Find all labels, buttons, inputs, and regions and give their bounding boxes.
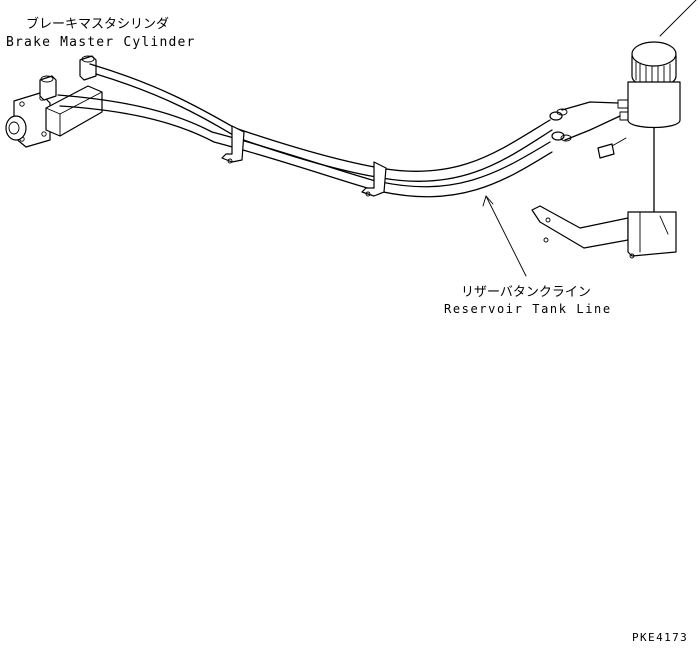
reservoir-tank [561, 41, 681, 216]
reservoir-line-label-en: Reservoir Tank Line [444, 302, 612, 316]
figure-code: PKE4173 [632, 631, 688, 644]
brake-master-cylinder [5, 55, 103, 148]
reservoir-line-label-jp: リザーバタンクライン [461, 285, 591, 300]
master-cylinder-label-en: Brake Master Cylinder [6, 35, 196, 50]
tank-bracket [531, 205, 677, 259]
leader-lines [482, 0, 697, 277]
hose-clamp-2 [361, 161, 387, 197]
hose-clips [549, 108, 572, 142]
hose-clamp-1 [221, 125, 245, 164]
reservoir-tank-line [57, 63, 553, 198]
master-cylinder-label-jp: ブレーキマスタシリンダ [26, 16, 169, 32]
